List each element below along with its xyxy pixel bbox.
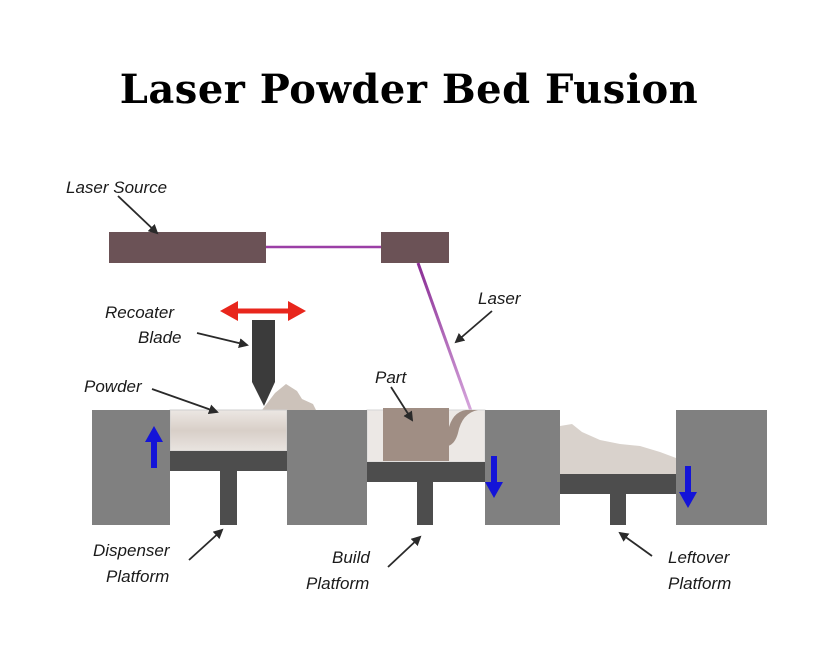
- recoater-motion-arrow: [220, 301, 306, 321]
- laser-source-box: [109, 232, 266, 263]
- label-recoater-line1: Recoater: [105, 303, 175, 322]
- leftover-platform: [560, 474, 676, 494]
- wall-left: [92, 410, 170, 525]
- printed-part: [383, 408, 449, 461]
- diagram-title: Laser Powder Bed Fusion: [119, 66, 699, 113]
- build-piston: [417, 482, 433, 525]
- label-dispenser-line1: Dispenser: [93, 541, 171, 560]
- label-leftover-line2: Platform: [668, 574, 731, 593]
- wall-middle-right: [485, 410, 560, 525]
- label-recoater-line2: Blade: [138, 328, 181, 347]
- build-down-arrow: [485, 456, 503, 498]
- label-part: Part: [375, 368, 407, 387]
- pointer-laser: [454, 310, 493, 344]
- wall-right: [676, 410, 767, 525]
- pointer-leftover: [618, 531, 653, 557]
- leftover-powder: [560, 424, 676, 474]
- label-build-line1: Build: [332, 548, 370, 567]
- leftover-down-arrow: [679, 466, 697, 508]
- label-powder: Powder: [84, 377, 143, 396]
- dispenser-piston: [220, 471, 237, 525]
- pointer-powder: [151, 388, 219, 415]
- label-build-line2: Platform: [306, 574, 369, 593]
- dispenser-up-arrow: [145, 426, 163, 468]
- label-dispenser-line2: Platform: [106, 567, 169, 586]
- recoater-blade: [252, 320, 275, 406]
- label-leftover-line1: Leftover: [668, 548, 731, 567]
- laser-beam: [416, 262, 473, 412]
- build-platform: [367, 462, 485, 482]
- dispenser-powder: [169, 409, 288, 452]
- leftover-piston: [610, 494, 626, 525]
- part-handle: [448, 410, 478, 446]
- wall-middle-left: [287, 410, 367, 525]
- pointer-dispenser: [188, 528, 224, 561]
- pointer-laser-source: [117, 195, 159, 235]
- scanner-mirror-box: [381, 232, 449, 263]
- pointer-part: [390, 386, 414, 422]
- label-laser: Laser: [478, 289, 522, 308]
- pointer-build: [387, 535, 422, 568]
- label-laser-source: Laser Source: [66, 178, 167, 197]
- powder-pile-at-blade: [262, 384, 316, 410]
- pointer-recoater: [196, 332, 249, 348]
- dispenser-platform: [170, 451, 287, 471]
